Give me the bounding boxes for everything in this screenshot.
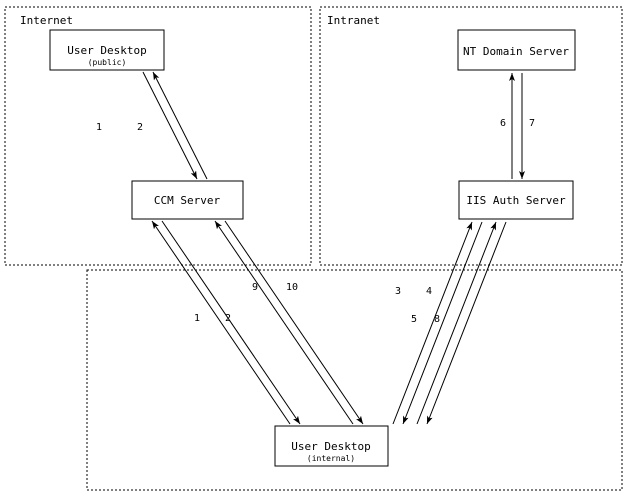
zone-internal (86, 269, 623, 491)
zone-internal-border (86, 269, 623, 491)
node-user-desktop-public-subtitle: (public) (88, 58, 127, 67)
edge-label-8: 8 (434, 314, 440, 325)
node-ccm-server-title: CCM Server (154, 194, 221, 207)
zone-internet: Internet (4, 6, 312, 266)
edge-10-line (224, 220, 364, 425)
node-user-desktop-internal-title: User Desktop (291, 440, 370, 453)
edge-5-line (416, 221, 497, 425)
node-user-desktop-internal-subtitle: (internal) (307, 454, 355, 463)
edge-label-1b: 1 (194, 313, 200, 324)
node-user-desktop-public[interactable]: User Desktop (public) (49, 29, 165, 71)
zone-intranet-label: Intranet (327, 14, 380, 27)
edge-label-group: 1 2 3 4 5 8 6 7 1 2 9 10 (96, 118, 535, 325)
node-iis-auth-server-title: IIS Auth Server (466, 194, 566, 207)
edge-1b-line (151, 220, 291, 425)
node-ccm-server-box[interactable] (131, 180, 244, 220)
edge-label-2b: 2 (225, 313, 231, 324)
node-user-desktop-internal[interactable]: User Desktop (internal) (274, 425, 389, 467)
edge-label-5: 5 (411, 314, 417, 325)
edge-label-9: 9 (252, 282, 258, 293)
edge-label-6: 6 (500, 118, 506, 129)
edge-label-2: 2 (137, 122, 143, 133)
edge-4-line (402, 221, 483, 425)
edge-1-line (142, 71, 198, 180)
edge-8-line (426, 221, 507, 425)
edge-3-line (392, 221, 473, 425)
node-nt-domain-server-title: NT Domain Server (463, 45, 569, 58)
edge-group (142, 71, 525, 425)
node-nt-domain-server-box[interactable] (457, 29, 576, 71)
edge-label-1: 1 (96, 122, 102, 133)
edge-label-7: 7 (529, 118, 535, 129)
edge-2b-line (161, 220, 301, 425)
zone-internet-label: Internet (20, 14, 73, 27)
edge-label-4: 4 (426, 286, 432, 297)
edge-label-10: 10 (286, 282, 298, 293)
edge-2-line (152, 71, 208, 180)
node-ccm-server[interactable]: CCM Server (131, 180, 244, 220)
node-iis-auth-server-box[interactable] (458, 180, 574, 220)
zone-internet-border (4, 6, 312, 266)
node-user-desktop-public-title: User Desktop (67, 44, 146, 57)
node-nt-domain-server[interactable]: NT Domain Server (457, 29, 576, 71)
node-user-desktop-internal-box[interactable] (274, 425, 389, 467)
edge-label-3: 3 (395, 286, 401, 297)
node-user-desktop-public-box[interactable] (49, 29, 165, 71)
edge-9-line (214, 220, 354, 425)
node-iis-auth-server[interactable]: IIS Auth Server (458, 180, 574, 220)
zone-intranet: Intranet (319, 6, 623, 266)
